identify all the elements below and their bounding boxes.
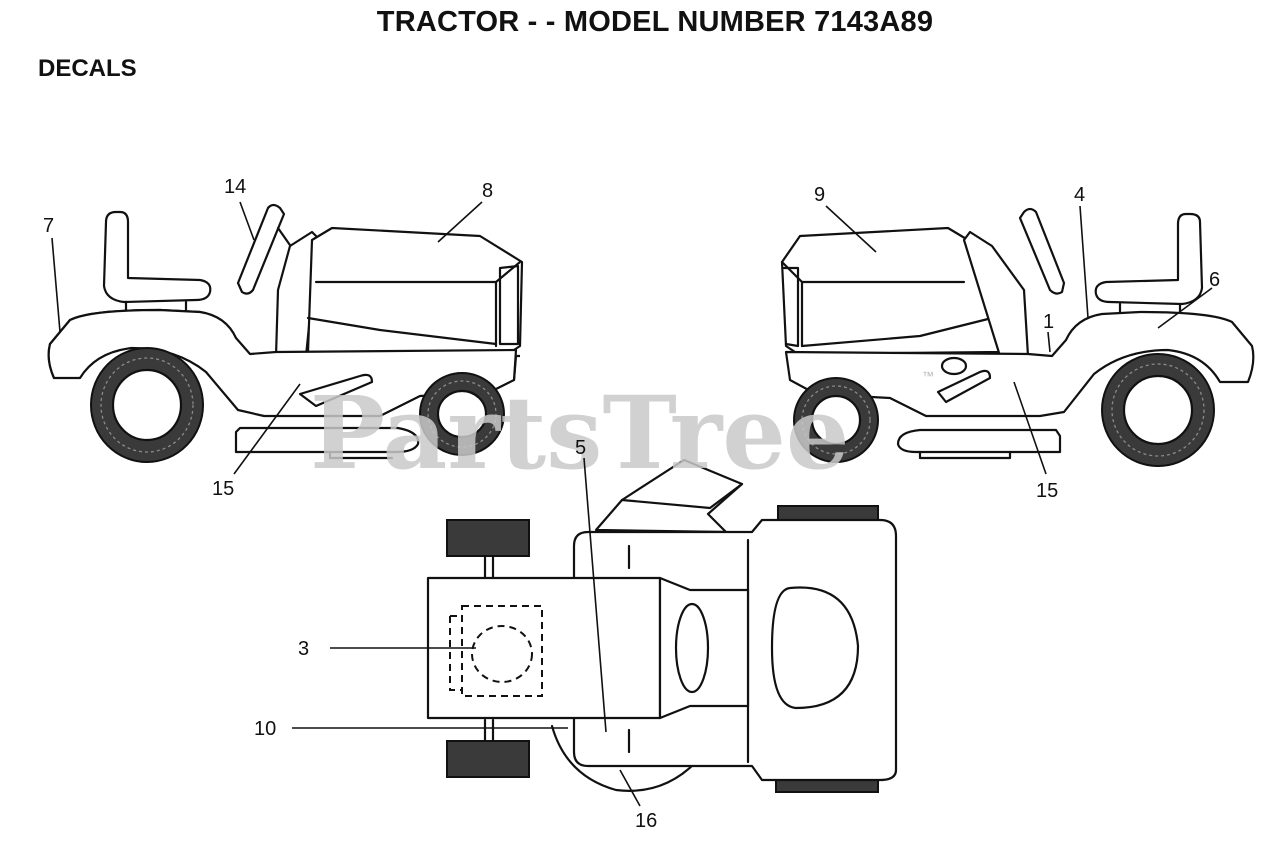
seat-cushion (770, 586, 860, 710)
steering-wheel (1018, 207, 1066, 295)
callout-3: 3 (298, 638, 309, 660)
hood (780, 226, 1002, 356)
callout-9: 9 (814, 184, 825, 206)
callout-15-left: 15 (212, 478, 234, 500)
leader-lines (51, 201, 1213, 807)
rear-fender (784, 310, 1255, 418)
rear-left-tire (777, 505, 879, 521)
mower-deck (896, 428, 1062, 454)
callout-6: 6 (1209, 269, 1220, 291)
callout-15-right: 15 (1036, 480, 1058, 502)
callout-4: 4 (1074, 184, 1085, 206)
seat (102, 210, 212, 304)
front-right-tire (446, 740, 530, 778)
right-side-view (780, 207, 1255, 467)
steering-top (674, 602, 710, 694)
page-title: TRACTOR - - MODEL NUMBER 7143A89 (376, 6, 934, 38)
section-title: DECALS (38, 55, 137, 82)
callout-16: 16 (635, 810, 657, 832)
callout-14: 14 (224, 176, 246, 198)
callouts: 7 14 8 15 9 4 6 1 15 5 3 10 16 (43, 176, 1220, 832)
mower-deck (234, 426, 420, 454)
top-view (426, 458, 898, 793)
callout-1: 1 (1043, 311, 1054, 333)
front-left-tire (446, 519, 530, 557)
left-side-view (47, 203, 524, 463)
steering-wheel (236, 203, 286, 295)
watermark-trademark: ™ (922, 369, 934, 383)
callout-10: 10 (254, 718, 276, 740)
callout-7: 7 (43, 215, 54, 237)
callout-5: 5 (575, 437, 586, 459)
watermark-text: PartsTree (310, 374, 850, 492)
callout-8: 8 (482, 180, 493, 202)
seat (1094, 212, 1204, 306)
